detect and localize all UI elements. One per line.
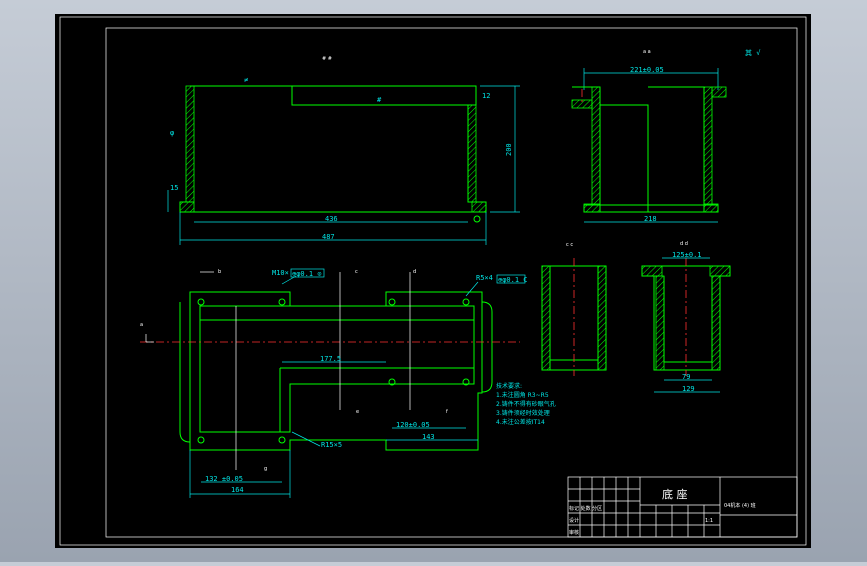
- sec-mark-b: b: [218, 269, 221, 275]
- title-row-b: 设计: [569, 517, 579, 524]
- title-scale: 1:1: [705, 518, 713, 524]
- dim-total-width: 487: [322, 233, 335, 241]
- dim-1775: 177.5: [320, 355, 341, 363]
- dim-small: 15: [170, 184, 178, 192]
- callout-r5: R5×4: [476, 274, 493, 282]
- section-d: 125±0.1 79 129 d d: [641, 241, 731, 393]
- outer-frame: [59, 16, 807, 546]
- roughness-symbol: 其 √: [745, 49, 761, 57]
- dim-d-outer: 129: [682, 385, 695, 393]
- sec-mark-f: f: [446, 409, 448, 415]
- part-name: 底 座: [662, 487, 688, 501]
- plan-view: 177.5 120±0.05 143 132 ±0.05 164 M10× ⊕φ…: [140, 268, 528, 498]
- title-row-a: 标记 处数 分区: [569, 505, 602, 512]
- label-section-c: c c: [566, 242, 573, 248]
- title-block: 底 座 04机本 (4) 班 标记 处数 分区 设计 审核 1:1: [567, 476, 798, 538]
- callout-m10: M10×: [272, 269, 289, 277]
- technical-notes: 技术要求: 1.未注圆角 R3~R5 2.铸件不得有砂眼气孔 3.铸件须经时效处…: [496, 382, 556, 426]
- label-side-view: a a: [643, 49, 651, 55]
- inner-frame: [105, 27, 798, 538]
- front-mark-left: φ: [170, 129, 174, 137]
- notes-title: 技术要求:: [496, 382, 522, 390]
- dim-143: 143: [422, 433, 435, 441]
- front-mark-mid: #: [377, 96, 382, 104]
- notes-line-1: 1.未注圆角 R3~R5: [496, 391, 549, 399]
- notes-line-2: 2.铸件不得有砂眼气孔: [496, 400, 556, 408]
- dim-164: 164: [231, 486, 244, 494]
- dim-width: 436: [325, 215, 338, 223]
- sec-mark-e: e: [356, 409, 359, 415]
- callout-r5-tolerance: ⊕φ0.1 C: [498, 276, 528, 284]
- section-c: c c: [541, 242, 607, 376]
- dim-120: 120±0.05: [396, 421, 430, 429]
- title-row-c: 审核: [569, 529, 579, 536]
- class-name: 04机本 (4) 班: [724, 502, 756, 509]
- dim-d-inner: 79: [682, 373, 690, 381]
- dim-side-top: 221±0.05: [630, 66, 664, 74]
- notes-line-3: 3.铸件须经时效处理: [496, 409, 550, 417]
- callout-r15: R15×5: [321, 441, 342, 449]
- sec-mark-a: a: [140, 322, 143, 328]
- front-view: 436 487 200 15 12 ≠ # φ # #: [167, 56, 520, 245]
- label-section-d: d d: [680, 241, 688, 247]
- sec-mark-d: d: [413, 269, 416, 275]
- drawing-sheet: [55, 14, 811, 548]
- dim-height: 200: [505, 143, 513, 156]
- callout-m10-tolerance: ⊕φ0.1 ⊙: [292, 270, 322, 278]
- dim-132: 132 ±0.05: [205, 475, 243, 483]
- notes-line-4: 4.未注公差按IT14: [496, 418, 545, 426]
- dim-d-top: 125±0.1: [672, 251, 702, 259]
- dim-side-bottom: 218: [644, 215, 657, 223]
- sec-mark-g: g: [264, 466, 267, 472]
- front-mark-top: ≠: [244, 76, 248, 84]
- label-top-view: # #: [322, 56, 332, 62]
- side-view: 221±0.05 218 a a 其 √: [571, 49, 761, 223]
- dim-right-top: 12: [482, 92, 490, 100]
- sec-mark-c: c: [355, 269, 358, 275]
